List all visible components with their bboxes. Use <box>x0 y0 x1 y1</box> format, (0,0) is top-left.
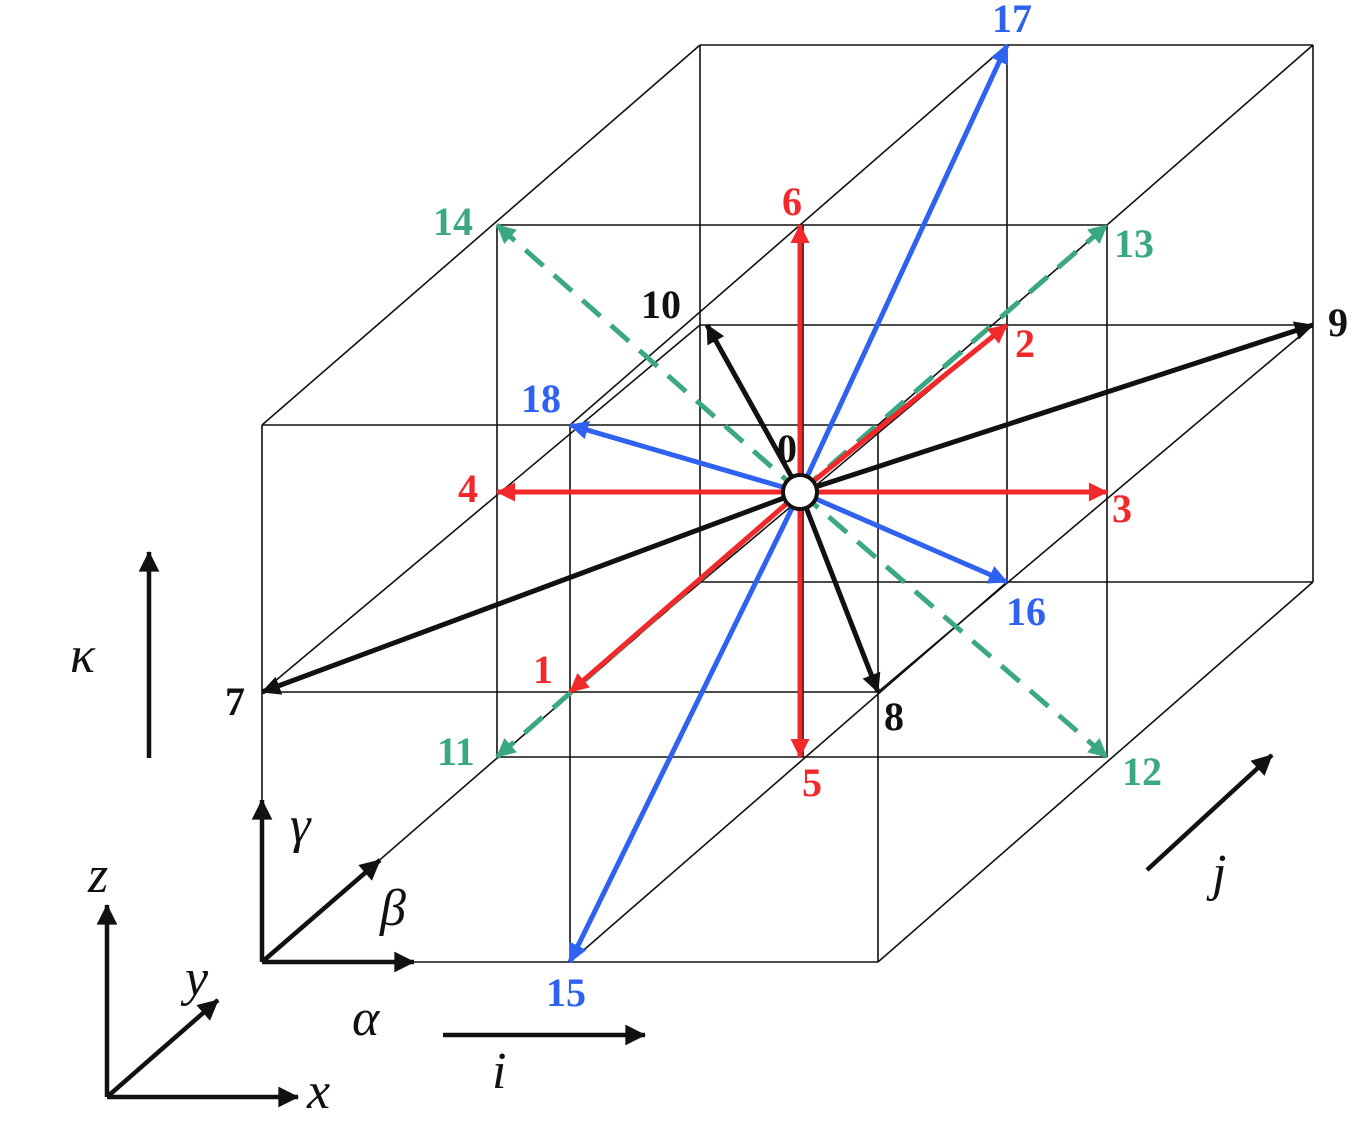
beta-label: β <box>379 880 406 937</box>
z-label: z <box>87 847 108 904</box>
kappa-label: κ <box>70 627 96 684</box>
label-5: 5 <box>802 760 822 805</box>
vector-9-arrow <box>799 321 1314 495</box>
label-9: 9 <box>1328 300 1348 345</box>
label-4: 4 <box>458 466 478 511</box>
velocity-labels: 1 2 3 4 5 6 7 8 9 10 11 12 13 14 15 16 1… <box>225 0 1348 1015</box>
j-label: j <box>1206 845 1226 902</box>
label-8: 8 <box>884 694 904 739</box>
label-11: 11 <box>437 729 475 774</box>
vector-15-arrow <box>567 490 803 964</box>
red-vectors <box>496 224 1108 758</box>
label-16: 16 <box>1006 589 1046 634</box>
label-17: 17 <box>992 0 1032 41</box>
center-label: 0 <box>777 426 797 471</box>
y-label: y <box>180 950 209 1007</box>
vector-7-arrow <box>261 489 801 695</box>
blue-vectors <box>567 43 1010 964</box>
vector-10-arrow <box>704 323 803 494</box>
beta-arrow <box>260 858 382 964</box>
label-10: 10 <box>641 282 681 327</box>
label-1: 1 <box>533 647 553 692</box>
vector-16-arrow <box>799 489 1008 585</box>
vector-18-arrow <box>569 420 801 495</box>
black-vectors <box>261 321 1314 695</box>
label-2: 2 <box>1015 321 1035 366</box>
center-node <box>781 473 819 511</box>
y-arrow <box>105 998 220 1099</box>
reference-axes: κ j i γ β α z y x <box>70 550 1274 1120</box>
label-6: 6 <box>782 179 802 224</box>
x-label: x <box>306 1063 330 1120</box>
label-3: 3 <box>1112 486 1132 531</box>
vector-2-arrow <box>798 323 1009 494</box>
label-14: 14 <box>433 199 473 244</box>
label-15: 15 <box>546 970 586 1015</box>
alpha-label: α <box>352 990 381 1047</box>
vector-8-arrow <box>797 491 881 693</box>
label-13: 13 <box>1114 221 1154 266</box>
vector-14-arrow <box>495 223 802 494</box>
j-arrow <box>1145 753 1274 872</box>
label-12: 12 <box>1122 749 1162 794</box>
label-7: 7 <box>225 679 245 724</box>
vector-12-arrow <box>798 490 1109 759</box>
vector-1-arrow <box>568 490 802 694</box>
gamma-label: γ <box>290 797 312 854</box>
i-label: i <box>492 1043 506 1100</box>
label-18: 18 <box>521 376 561 421</box>
vector-17-arrow <box>797 43 1010 494</box>
vector-13-arrow <box>798 223 1109 494</box>
